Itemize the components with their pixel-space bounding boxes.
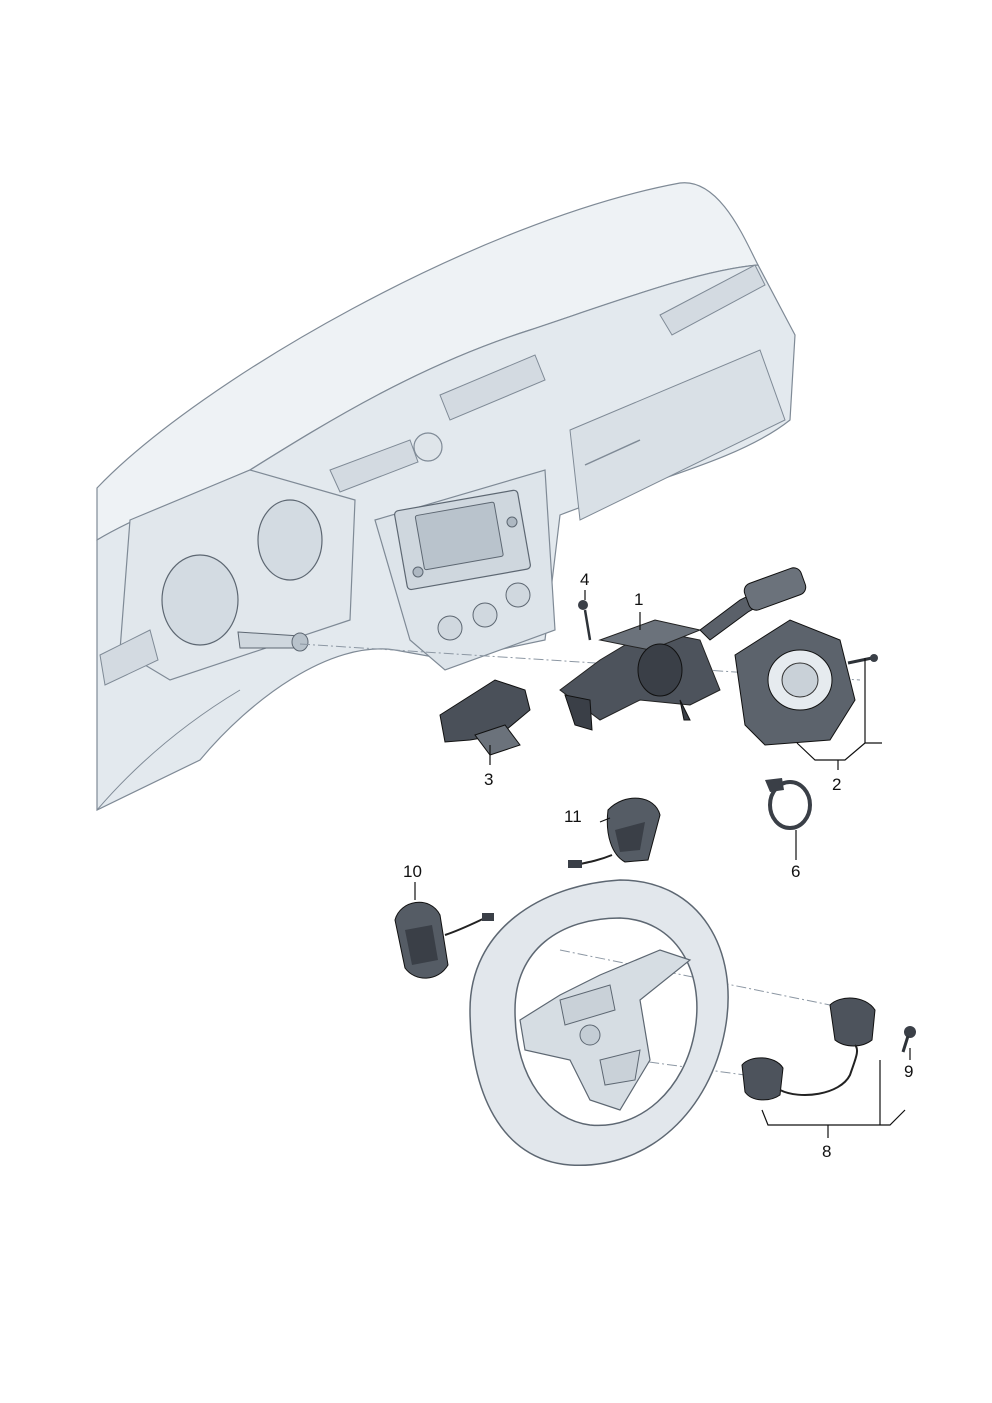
- leader-lines: [414, 590, 911, 1138]
- callout-6: 6: [791, 862, 800, 881]
- callout-labels: 1 2 3 4 6 8 9 10 11: [403, 570, 913, 1161]
- steering-wheel: [469, 879, 729, 1166]
- multifunction-button-left: [394, 901, 494, 979]
- steering-column-switch: [559, 567, 807, 731]
- callout-9: 9: [904, 1062, 913, 1081]
- radio-screen: [414, 501, 504, 571]
- slip-ring: [765, 778, 812, 830]
- air-vent: [99, 629, 159, 686]
- tachometer: [257, 499, 323, 581]
- multifunction-button-right: [568, 797, 661, 868]
- climate-knob: [437, 615, 463, 641]
- callout-4: 4: [580, 570, 589, 589]
- callout-11: 11: [564, 807, 582, 826]
- steering-wheel-hub: [579, 1024, 601, 1046]
- callout-8: 8: [822, 1142, 831, 1161]
- callout-3: 3: [484, 770, 493, 789]
- air-vent: [439, 354, 546, 421]
- clock: [413, 432, 443, 462]
- climate-knob: [505, 582, 531, 608]
- dashboard-illustration: [96, 182, 796, 811]
- air-vent: [329, 439, 419, 493]
- multifunction-buttons-set: [741, 997, 876, 1101]
- screw-9: [901, 1026, 916, 1053]
- speedometer: [161, 554, 239, 646]
- torx-screw-2: [847, 654, 878, 665]
- clock-spring: [734, 619, 856, 746]
- callout-2: 2: [832, 775, 841, 794]
- wiper-stalk-tip: [743, 567, 807, 611]
- screw-4: [578, 600, 592, 641]
- glovebox: [569, 349, 786, 521]
- bracket: [439, 679, 531, 756]
- air-vent: [659, 264, 766, 336]
- climate-knob: [472, 602, 498, 628]
- callout-10: 10: [403, 862, 422, 881]
- callout-1: 1: [634, 590, 643, 609]
